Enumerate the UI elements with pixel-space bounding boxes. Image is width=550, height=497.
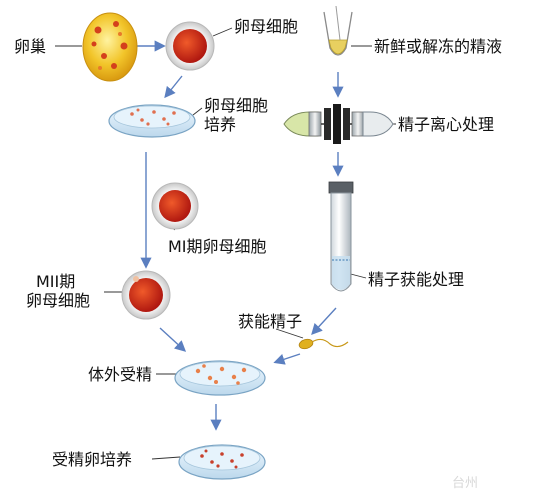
label-mi-oocyte: MI期卵母细胞 <box>168 237 267 256</box>
label-sperm-capacitation: 精子获能处理 <box>368 270 465 289</box>
zygote-culture-dish <box>178 444 266 480</box>
semen-vial <box>323 5 353 56</box>
ovary-illustration <box>82 12 138 82</box>
label-mii-oocyte: MII期 卵母细胞 <box>26 272 90 310</box>
ivf-dish <box>174 360 266 396</box>
test-tube <box>328 181 354 292</box>
label-capacitated-sperm: 获能精子 <box>238 312 303 331</box>
arrow-sperm-to-ivf <box>273 353 301 365</box>
oocyte-illustration <box>165 21 215 71</box>
sperm-illustration <box>298 338 349 350</box>
oocyte-culture-dish <box>108 104 196 138</box>
label-oocyte-culture-line2: 培养 <box>204 115 237 134</box>
label-oocyte-culture: 卵母细胞 培养 <box>204 96 268 134</box>
label-mii-oocyte-line2: 卵母细胞 <box>26 291 91 310</box>
mi-oocyte-illustration <box>151 182 199 230</box>
arrow-oocyte-to-culture <box>164 75 183 99</box>
label-oocyte-culture-line1: 卵母细胞 <box>204 96 269 115</box>
arrow-tube-to-sperm <box>311 307 337 336</box>
label-in-vitro-fertilization: 体外受精 <box>88 365 153 384</box>
label-ovary: 卵巢 <box>14 37 47 56</box>
arrow-mii-to-ivf <box>159 327 187 352</box>
label-mii-oocyte-line1: MII期 <box>36 272 76 291</box>
label-oocyte: 卵母细胞 <box>234 17 299 36</box>
centrifuge-illustration <box>283 104 394 144</box>
watermark: 台州 <box>452 476 479 491</box>
mii-oocyte-illustration <box>121 270 171 320</box>
label-sperm-source: 新鲜或解冻的精液 <box>374 37 503 56</box>
label-fertilized-egg-culture: 受精卵培养 <box>52 450 133 469</box>
flow-arrows <box>134 40 344 431</box>
label-sperm-centrifuge: 精子离心处理 <box>398 115 495 134</box>
